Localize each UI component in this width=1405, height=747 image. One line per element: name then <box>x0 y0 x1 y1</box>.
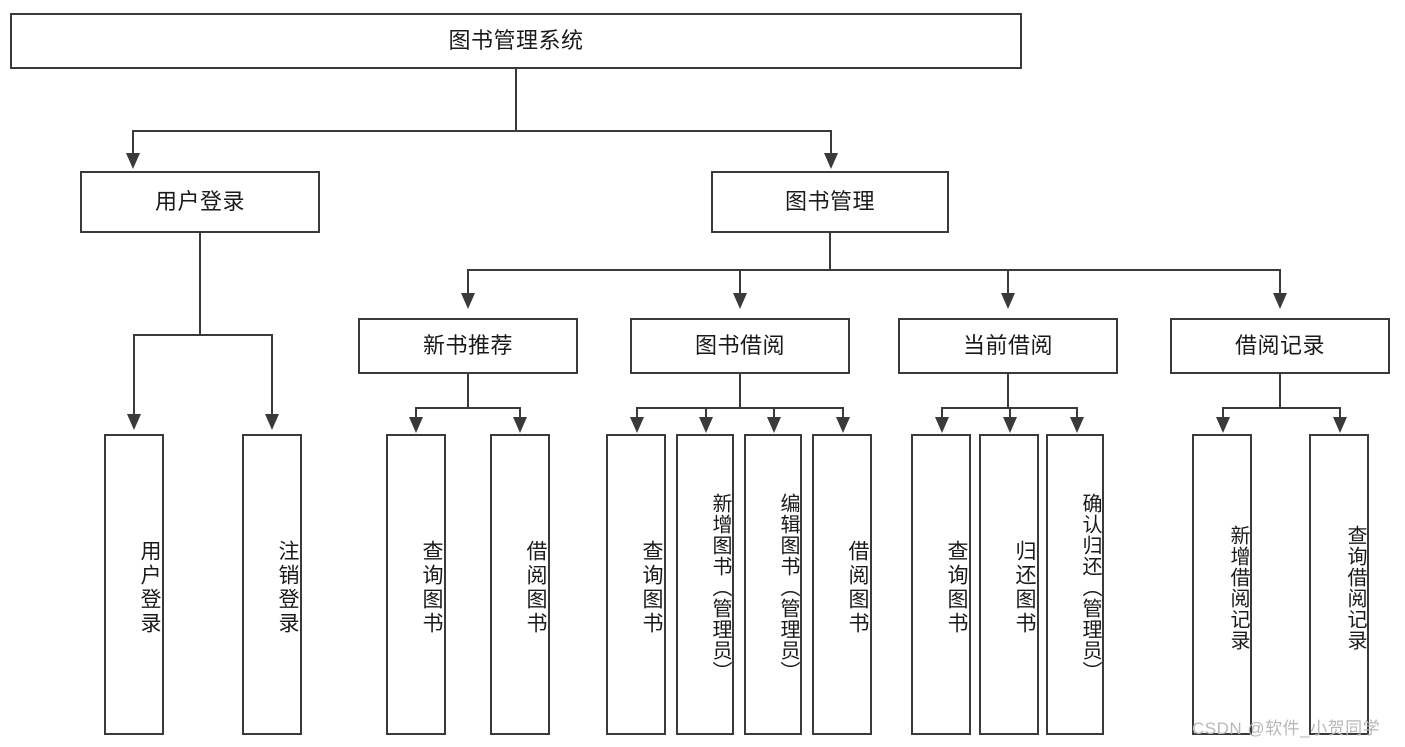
leaf-add-book[interactable]: 新增图书（管理员） <box>676 434 734 735</box>
arrow-to-leaf-logout-login <box>265 414 279 430</box>
connector-level3-drop-3 <box>1007 269 1009 295</box>
connector-user-login-drop-1 <box>133 334 135 416</box>
node-label: 查询借阅记录 <box>1344 524 1366 651</box>
node-label: 图书借阅 <box>694 333 785 359</box>
connector-user-login-bus <box>133 334 272 336</box>
arrow-to-leaf-borrow-book-2 <box>836 417 850 433</box>
node-label: 借阅图书 <box>524 539 547 636</box>
connector-bb-bus <box>636 407 842 409</box>
node-label: 借阅记录 <box>1234 333 1325 359</box>
csdn-watermark: CSDN @软件_小贺同学 <box>1192 719 1381 738</box>
leaf-query-book-1[interactable]: 查询图书 <box>386 434 446 735</box>
connector-level3-drop-2 <box>739 269 741 295</box>
connector-book-manage-stem <box>829 233 831 270</box>
node-label: 编辑图书（管理员） <box>777 493 799 682</box>
connector-cb-drop-2 <box>1009 407 1011 419</box>
connector-nbr-drop-2 <box>519 407 521 419</box>
leaf-confirm-return[interactable]: 确认归还（管理员） <box>1046 434 1104 735</box>
connector-user-login-drop-2 <box>271 334 273 416</box>
arrow-to-leaf-query-book-3 <box>935 417 949 433</box>
leaf-borrow-book-2[interactable]: 借阅图书 <box>812 434 872 735</box>
leaf-query-book-2[interactable]: 查询图书 <box>606 434 666 735</box>
arrow-to-user-login <box>126 153 140 169</box>
node-label: 用户登录 <box>138 539 161 636</box>
arrow-to-leaf-borrow-book-1 <box>513 417 527 433</box>
connector-br-drop-2 <box>1339 407 1341 419</box>
connector-user-login-stem <box>199 233 201 335</box>
node-user-login[interactable]: 用户登录 <box>80 171 320 233</box>
arrow-to-leaf-query-borrow-record <box>1333 417 1347 433</box>
node-label: 查询图书 <box>945 539 968 636</box>
arrow-to-leaf-confirm-return <box>1070 417 1084 433</box>
connector-nbr-drop-1 <box>415 407 417 419</box>
connector-level3-bus <box>467 269 1280 271</box>
connector-nbr-stem <box>467 374 469 408</box>
arrow-to-leaf-query-book-1 <box>409 417 423 433</box>
connector-bb-drop-1 <box>636 407 638 419</box>
arrow-to-current-borrow <box>1001 293 1015 309</box>
connector-level2-left-drop <box>132 130 134 155</box>
arrow-to-leaf-return-book <box>1003 417 1017 433</box>
node-label: 查询图书 <box>640 539 663 636</box>
arrow-to-book-manage <box>824 153 838 169</box>
connector-br-drop-1 <box>1222 407 1224 419</box>
leaf-edit-book[interactable]: 编辑图书（管理员） <box>744 434 802 735</box>
node-label: 借阅图书 <box>846 539 869 636</box>
arrow-to-book-borrow <box>733 293 747 309</box>
arrow-to-leaf-add-borrow-record <box>1216 417 1230 433</box>
node-label: 当前借阅 <box>962 333 1053 359</box>
arrow-to-leaf-query-book-2 <box>630 417 644 433</box>
node-root[interactable]: 图书管理系统 <box>10 13 1022 69</box>
connector-cb-bus <box>941 407 1076 409</box>
connector-nbr-bus <box>415 407 519 409</box>
connector-level3-drop-4 <box>1279 269 1281 295</box>
connector-br-stem <box>1279 374 1281 408</box>
connector-cb-drop-3 <box>1076 407 1078 419</box>
arrow-to-leaf-add-book <box>699 417 713 433</box>
leaf-logout-login[interactable]: 注销登录 <box>242 434 302 735</box>
leaf-add-borrow-record[interactable]: 新增借阅记录 <box>1192 434 1252 735</box>
node-label: 确认归还（管理员） <box>1079 493 1101 682</box>
connector-bb-drop-3 <box>773 407 775 419</box>
node-label: 图书管理系统 <box>448 28 584 54</box>
leaf-return-book[interactable]: 归还图书 <box>979 434 1039 735</box>
node-new-book-recommend[interactable]: 新书推荐 <box>358 318 578 374</box>
arrow-to-new-book-recommend <box>461 293 475 309</box>
node-label: 新增借阅记录 <box>1227 524 1249 651</box>
connector-cb-stem <box>1007 374 1009 408</box>
connector-bb-drop-2 <box>705 407 707 419</box>
leaf-borrow-book-1[interactable]: 借阅图书 <box>490 434 550 735</box>
connector-level2-bus <box>132 130 832 132</box>
connector-level3-drop-1 <box>467 269 469 295</box>
node-current-borrow[interactable]: 当前借阅 <box>898 318 1118 374</box>
node-label: 新增图书（管理员） <box>709 493 731 682</box>
connector-br-bus <box>1222 407 1339 409</box>
node-label: 图书管理 <box>784 189 875 215</box>
connector-bb-drop-4 <box>842 407 844 419</box>
leaf-query-book-3[interactable]: 查询图书 <box>911 434 971 735</box>
node-label: 注销登录 <box>276 539 299 636</box>
node-label: 新书推荐 <box>422 333 513 359</box>
node-borrow-record[interactable]: 借阅记录 <box>1170 318 1390 374</box>
arrow-to-leaf-user-login <box>127 414 141 430</box>
leaf-user-login[interactable]: 用户登录 <box>104 434 164 735</box>
connector-cb-drop-1 <box>941 407 943 419</box>
node-label: 查询图书 <box>420 539 443 636</box>
node-label: 用户登录 <box>154 189 245 215</box>
arrow-to-leaf-edit-book <box>767 417 781 433</box>
connector-level2-right-drop <box>830 130 832 155</box>
arrow-to-borrow-record <box>1273 293 1287 309</box>
connector-root-stem <box>515 69 517 131</box>
connector-bb-stem <box>739 374 741 408</box>
leaf-query-borrow-record[interactable]: 查询借阅记录 <box>1309 434 1369 735</box>
node-label: 归还图书 <box>1013 539 1036 636</box>
node-book-manage[interactable]: 图书管理 <box>711 171 949 233</box>
node-book-borrow[interactable]: 图书借阅 <box>630 318 850 374</box>
